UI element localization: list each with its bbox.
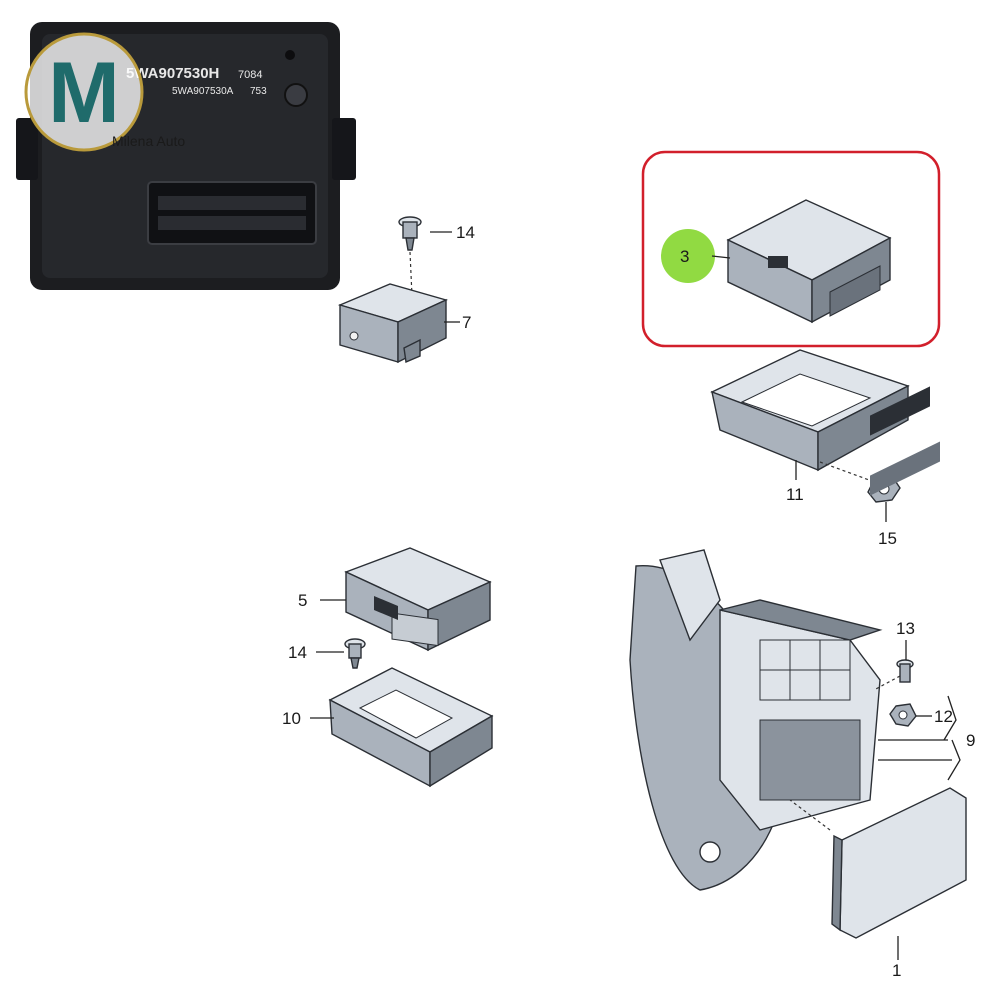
part-11-bracket bbox=[710, 349, 910, 472]
callout-14-mid: 14 bbox=[288, 643, 307, 662]
part-14-mid-screw bbox=[344, 638, 366, 669]
callout-15: 15 bbox=[878, 529, 897, 548]
callout-14-top: 14 bbox=[456, 223, 475, 242]
ecu-sub-code: 753 bbox=[250, 86, 267, 97]
ecu-connector-pins bbox=[158, 196, 306, 230]
highlight-box bbox=[641, 150, 941, 348]
part-3-control-module bbox=[726, 199, 892, 324]
ecu-sub-part-number: 5WA907530A bbox=[172, 86, 234, 97]
highlight-circle bbox=[661, 229, 715, 283]
part-14-top-screw bbox=[398, 216, 422, 251]
logo-brand-text: Milena Auto bbox=[112, 133, 185, 149]
part-10-bracket bbox=[328, 667, 494, 788]
part-5-module bbox=[344, 547, 492, 652]
main-housing-assembly bbox=[629, 549, 883, 891]
callout-9: 9 bbox=[966, 731, 975, 750]
callout-13: 13 bbox=[896, 619, 915, 638]
callout-12: 12 bbox=[934, 707, 953, 726]
housing-grid bbox=[759, 639, 851, 701]
callout-5: 5 bbox=[298, 591, 307, 610]
part-1-control-board bbox=[831, 386, 967, 939]
callout-1: 1 bbox=[892, 961, 901, 980]
callout-11: 11 bbox=[786, 485, 804, 504]
part-13-screw bbox=[896, 659, 914, 683]
callout-10: 10 bbox=[282, 709, 301, 728]
callout-3: 3 bbox=[680, 247, 689, 266]
watermark-logo: M Milena Auto bbox=[24, 32, 185, 152]
part-9-wires bbox=[878, 695, 961, 781]
part-7-relay bbox=[337, 283, 449, 364]
ecu-code: 7084 bbox=[238, 69, 262, 81]
callout-7: 7 bbox=[462, 313, 471, 332]
logo-letter: M bbox=[48, 45, 120, 141]
ecu-part-number: 5WA907530H bbox=[126, 65, 219, 82]
part-12-clip bbox=[889, 703, 917, 727]
